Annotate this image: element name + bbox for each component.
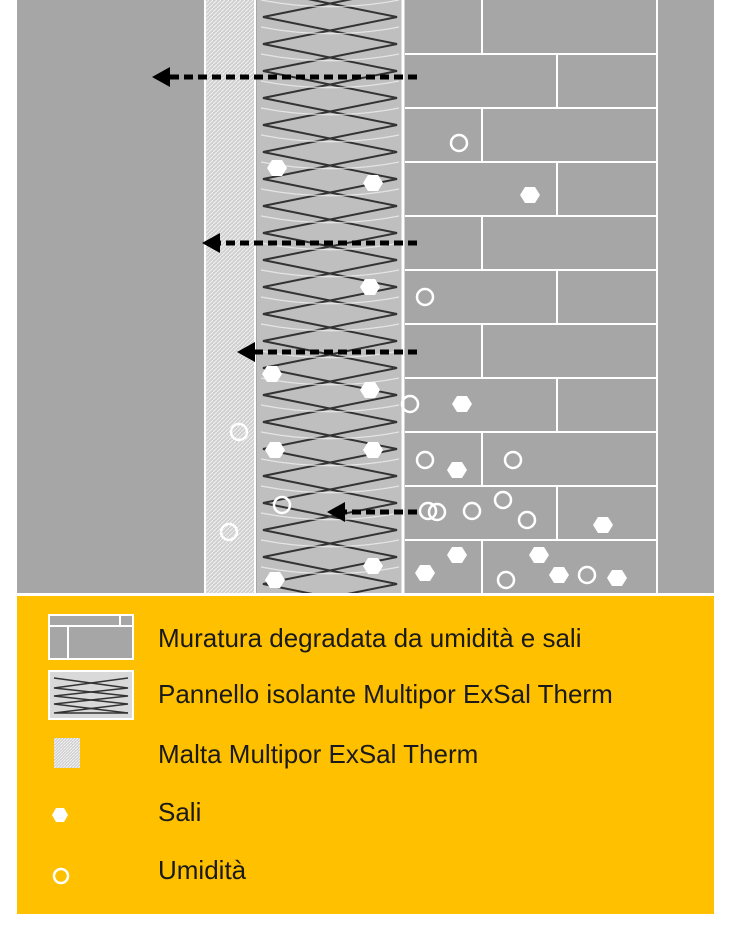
arrow-left-icon: [152, 67, 170, 87]
legend-label-insulation: Pannello isolante Multipor ExSal Therm: [158, 679, 613, 709]
salt-hexagon-icon: [262, 366, 282, 382]
insulation-curve: [260, 323, 400, 332]
insulation-curve: [260, 53, 400, 62]
insulation-panel: [257, 0, 405, 593]
moisture-circle-icon: [272, 495, 292, 515]
moisture-circle-icon: [449, 133, 469, 153]
moisture-circle-icon: [415, 287, 435, 307]
wall-section-svg: [152, 0, 658, 593]
brick-fill: [405, 0, 657, 593]
legend-item-insulation: Pannello isolante Multipor ExSal Therm: [17, 664, 714, 720]
legend-label-mortar: Malta Multipor ExSal Therm: [158, 739, 479, 769]
salt-hexagon-icon: [265, 572, 285, 588]
brick-masonry: [405, 0, 658, 593]
hexagon-salt-icon: [52, 808, 68, 822]
insulation-curve: [260, 215, 400, 224]
arrow-left-icon: [237, 342, 255, 362]
legend-item-moisture: Umidità: [17, 844, 714, 900]
salt-hexagon-icon: [363, 558, 383, 574]
arrow-left-icon: [327, 502, 345, 522]
insulation-fill: [257, 0, 403, 593]
insulation-curve: [260, 242, 400, 251]
brick-wall-swatch-icon: [48, 614, 134, 660]
moisture-circle-icon: [503, 450, 523, 470]
salt-hexagon-icon: [415, 565, 435, 581]
mortar-swatch-icon: [54, 738, 80, 768]
salt-hexagon-icon: [529, 547, 549, 563]
insulation-curve: [260, 404, 400, 413]
legend: Muratura degradata da umidità e sali Pan…: [17, 596, 714, 914]
salt-hexagon-icon: [265, 442, 285, 458]
moisture-circle-icon: [577, 565, 597, 585]
insulation-curve: [260, 458, 400, 467]
mortar-layer: [205, 0, 255, 593]
arrow-left-icon: [202, 233, 220, 253]
salt-hexagon-icon: [607, 570, 627, 586]
salt-hexagon-icon: [360, 279, 380, 295]
insulation-panel-swatch-icon: [48, 670, 134, 720]
insulation-curve: [260, 134, 400, 143]
moisture-circle-icon: [415, 450, 435, 470]
moisture-circle-icon: [400, 394, 420, 414]
salt-hexagon-icon: [360, 382, 380, 398]
salt-hexagon-icon: [363, 442, 383, 458]
insulation-curve: [260, 269, 400, 278]
salt-hexagon-icon: [549, 567, 569, 583]
legend-label-moisture: Umidità: [158, 855, 247, 885]
moisture-circle-icon: [229, 422, 249, 442]
insulation-zigzag-b: [262, 0, 398, 593]
moisture-circle-icon: [462, 501, 482, 521]
insulation-curve: [260, 107, 400, 116]
salt-hexagon-icon: [267, 160, 287, 176]
moisture-salt-markers: [219, 133, 627, 590]
salt-hexagon-icon: [447, 547, 467, 563]
insulation-curve: [260, 485, 400, 494]
legend-item-salts: Sali: [17, 786, 714, 842]
circle-moisture-icon: [52, 867, 70, 885]
insulation-curve: [260, 296, 400, 305]
salt-hexagon-icon: [452, 396, 472, 412]
wall-section-diagram: [17, 0, 714, 593]
legend-item-masonry: Muratura degradata da umidità e sali: [17, 608, 714, 664]
insulation-curve: [260, 539, 400, 548]
insulation-curve: [260, 188, 400, 197]
legend-item-mortar: Malta Multipor ExSal Therm: [17, 726, 714, 782]
vapour-flow-arrows: [152, 67, 417, 522]
insulation-curve: [260, 512, 400, 521]
insulation-curve: [260, 566, 400, 575]
salt-hexagon-icon: [520, 187, 540, 203]
legend-label-salts: Sali: [158, 797, 202, 827]
moisture-circle-icon: [496, 570, 516, 590]
moisture-circle-icon: [427, 502, 447, 522]
legend-label-masonry: Muratura degradata da umidità e sali: [158, 623, 582, 653]
moisture-circle-icon: [517, 510, 537, 530]
salt-hexagon-icon: [593, 517, 613, 533]
moisture-circle-icon: [493, 490, 513, 510]
insulation-curve: [260, 431, 400, 440]
insulation-curve: [260, 0, 400, 8]
moisture-circle-icon: [418, 501, 438, 521]
insulation-curve: [260, 80, 400, 89]
salt-hexagon-icon: [447, 462, 467, 478]
moisture-circle-icon: [219, 522, 239, 542]
salt-hexagon-icon: [363, 175, 383, 191]
insulation-curve: [260, 26, 400, 35]
